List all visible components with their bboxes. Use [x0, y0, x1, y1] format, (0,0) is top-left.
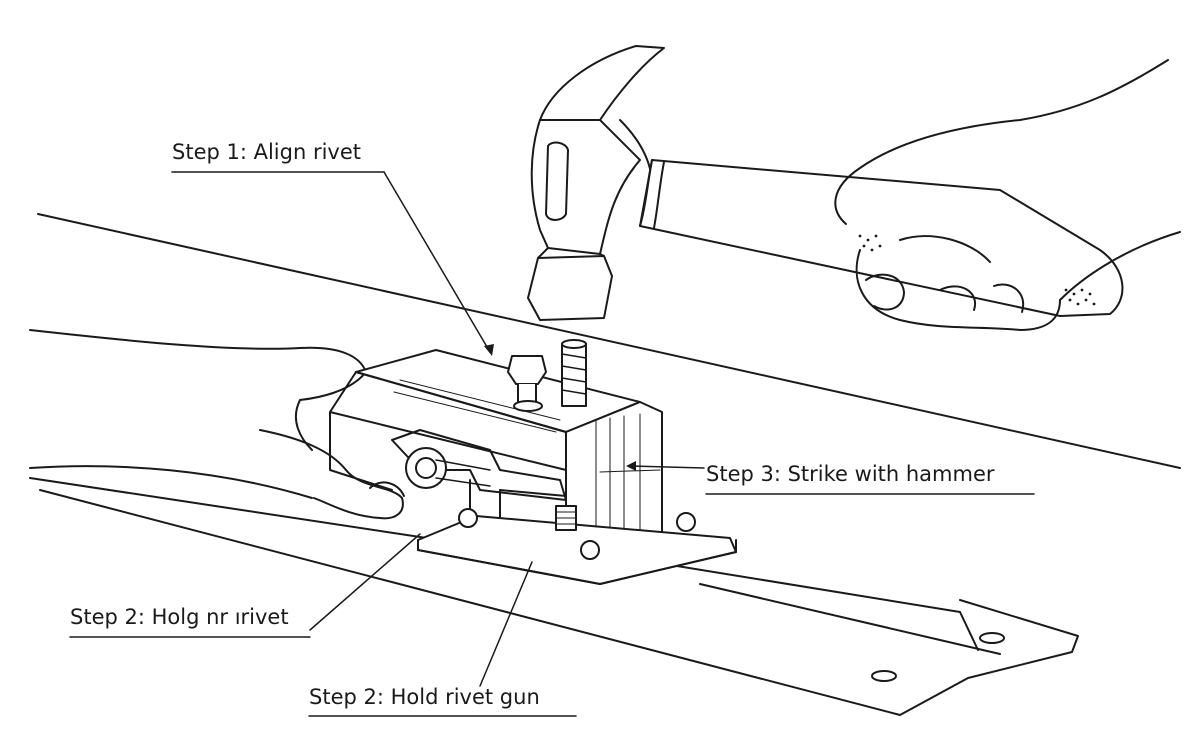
step3-arrowhead — [626, 461, 636, 471]
step-2-bottom-label: Step 2: Hold rivet gun — [309, 685, 540, 709]
step3-leader — [629, 465, 705, 469]
step1-leader — [383, 171, 491, 353]
hammer — [527, 45, 1124, 321]
step-2-left-label: Step 2: Holg nr ırivet — [70, 605, 289, 629]
step1-arrowhead — [484, 344, 494, 356]
step-3-label: Step 3: Strike with hammer — [706, 462, 995, 486]
metal-bar — [29, 477, 1079, 716]
step-1-label: Step 1: Align rivet — [172, 140, 361, 164]
step2-bottom-leader — [479, 561, 533, 687]
base-plate — [417, 505, 737, 585]
right-hand — [834, 59, 1181, 331]
step2-left-leader — [309, 533, 421, 631]
grip-texture — [858, 234, 1096, 306]
top-rivets — [507, 339, 587, 412]
left-hand — [29, 329, 405, 520]
background-line — [37, 213, 1181, 469]
